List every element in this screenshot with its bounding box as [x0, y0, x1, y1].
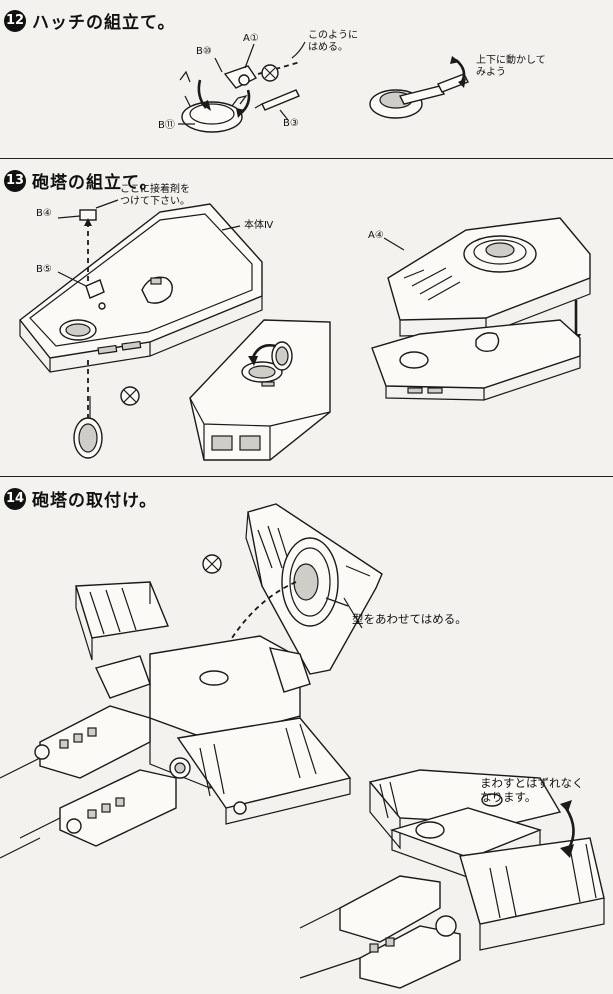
divider-1 — [0, 158, 613, 159]
label-b10: B⑩ — [196, 46, 212, 57]
label-glue: ここに接着剤を つけて下さい。 — [120, 184, 190, 207]
label-a4: A④ — [368, 230, 384, 241]
step-12-header: 12 ハッチの組立て。 — [4, 8, 176, 33]
step-13-header: 13 砲塔の組立て。 — [4, 168, 158, 193]
step-14-number: 14 — [4, 487, 26, 510]
step-14-title: 砲塔の取付け。 — [32, 491, 158, 511]
step-12-number: 12 — [4, 9, 26, 32]
prohibited-icon-12 — [261, 64, 279, 82]
step-14-illustration — [0, 503, 605, 989]
prohibited-icon-14 — [202, 554, 222, 574]
step-13-number: 13 — [4, 169, 26, 192]
label-b3: B③ — [283, 118, 299, 129]
divider-2 — [0, 476, 613, 477]
step-13: 13 砲塔の組立て。 — [0, 160, 613, 476]
step-13-illustration — [19, 199, 591, 461]
step-14-header: 14 砲塔の取付け。 — [4, 486, 157, 511]
step-14: 14 砲塔の取付け。 — [0, 478, 613, 994]
label-fit: 型をあわせてはめる。 — [352, 612, 467, 626]
step-13-title: 砲塔の組立て。 — [32, 173, 158, 193]
label-a1: A① — [243, 33, 259, 44]
label-body-iv: 本体Ⅳ — [244, 220, 274, 231]
label-move-12: 上下に動かして みよう — [476, 55, 546, 78]
label-rotate: まわすとはずれなく なります。 — [480, 776, 584, 804]
label-b11: B⑪ — [158, 120, 175, 131]
label-note-12: このように はめる。 — [308, 30, 358, 53]
label-b5: B⑤ — [36, 264, 52, 275]
step-12-title: ハッチの組立て。 — [32, 13, 176, 33]
prohibited-icon-13 — [120, 386, 140, 406]
step-12: 12 ハッチの組立て。 — [0, 0, 613, 158]
label-b4: B④ — [36, 208, 52, 219]
step-12-illustration — [178, 41, 469, 133]
